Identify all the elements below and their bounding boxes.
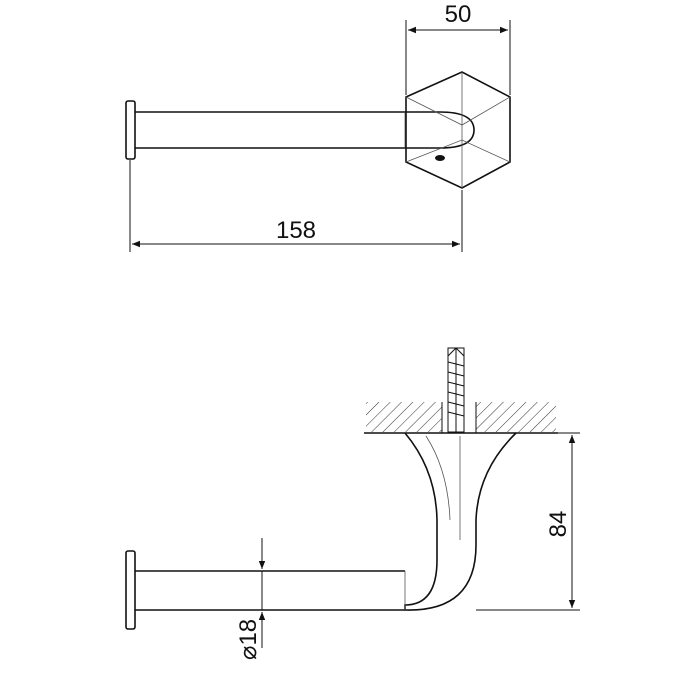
wall-anchor: [447, 347, 465, 433]
diameter-value: 18: [235, 619, 262, 646]
top-hex-base: [405, 71, 511, 189]
dim-label-50: 50: [445, 1, 472, 28]
side-end-cap: [125, 550, 136, 630]
top-set-screw: [435, 155, 445, 161]
top-end-cap: [125, 100, 136, 160]
dim-label-diameter: ⌀18: [235, 619, 262, 660]
wall-hatch-right: [476, 402, 556, 432]
top-bar: [135, 111, 475, 149]
dim-label-158: 158: [276, 217, 316, 244]
diameter-symbol: ⌀: [235, 646, 262, 660]
wall-hatch-left: [366, 402, 442, 432]
side-flared-base: [404, 432, 517, 611]
dim-label-84: 84: [545, 511, 572, 538]
top-view: 50 158: [125, 1, 511, 252]
svg-text:⌀18: ⌀18: [235, 619, 262, 660]
side-view: 84 ⌀18: [125, 347, 580, 660]
